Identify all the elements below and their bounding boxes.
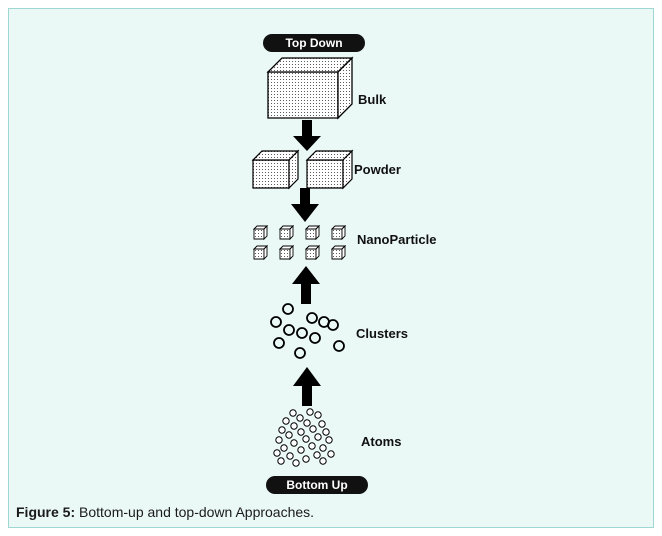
clusters-rings	[270, 303, 345, 359]
caption-text: Bottom-up and top-down Approaches.	[75, 504, 315, 520]
atoms-label: Atoms	[361, 434, 401, 449]
arrow-down-2	[291, 188, 319, 222]
bulk-label: Bulk	[358, 92, 387, 107]
approaches-diagram: Top Down Bulk Powder NanoParticle	[251, 34, 436, 494]
atoms-pile	[273, 408, 335, 467]
svg-text:Top Down: Top Down	[285, 36, 342, 50]
powder-cubes	[251, 149, 354, 190]
clusters-label: Clusters	[356, 326, 408, 341]
nanoparticle-label: NanoParticle	[357, 232, 436, 247]
arrow-down-1	[293, 120, 321, 151]
nanoparticle-cubes	[253, 225, 346, 260]
arrow-up-1	[292, 266, 320, 304]
arrow-up-2	[293, 367, 321, 406]
svg-text:Bottom Up: Bottom Up	[286, 478, 347, 492]
figure-caption: Figure 5: Bottom-up and top-down Approac…	[16, 504, 314, 520]
bottom-up-pill: Bottom Up	[266, 476, 368, 494]
caption-label: Figure 5:	[16, 504, 76, 520]
top-down-pill: Top Down	[263, 34, 365, 52]
bulk-cube	[266, 56, 354, 120]
powder-label: Powder	[354, 162, 401, 177]
